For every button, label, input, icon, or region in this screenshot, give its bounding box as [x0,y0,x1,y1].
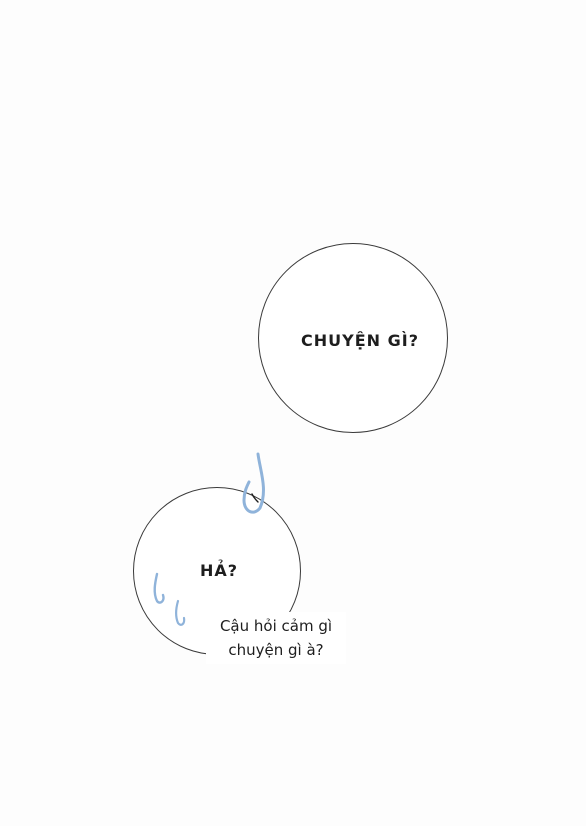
sweat-drop-icon [242,452,265,514]
sweat-drop-icon [153,572,165,604]
narration-line-2: chuyện gì à? [228,641,324,659]
speech-text-top: CHUYỆN GÌ? [301,331,419,350]
speech-bubble-top [258,243,448,433]
narration-line-1: Cậu hỏi cảm gì [219,617,333,635]
narration-box: Cậu hỏi cảm gì chuyện gì à? [206,612,346,664]
sweat-drop-icon [175,599,186,626]
speech-text-bottom: HẢ? [200,561,239,580]
